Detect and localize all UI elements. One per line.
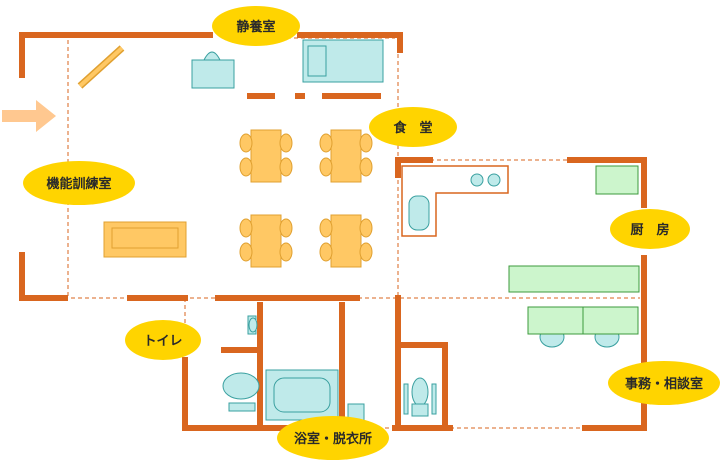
kitchen-counter [401, 165, 509, 237]
kitchen-worktable [508, 265, 640, 293]
bed-icon [302, 39, 384, 83]
svg-text:浴室・脱衣所: 浴室・脱衣所 [294, 431, 372, 447]
label-toilet: トイレ [125, 320, 201, 360]
label-yokushitsu: 浴室・脱衣所 [277, 416, 389, 460]
svg-text:厨 房: 厨 房 [630, 222, 669, 238]
sofa-icon [103, 221, 187, 258]
label-shokudo: 食 堂 [369, 107, 457, 147]
washbasin-icon [191, 51, 235, 89]
svg-text:静養室: 静養室 [236, 19, 275, 35]
toilet-icon [222, 315, 260, 412]
dining-table-set [239, 129, 373, 268]
right-arrow-icon [2, 100, 56, 132]
kitchen-shelf [595, 165, 639, 195]
label-kinou-kunren: 機能訓練室 [23, 161, 135, 205]
svg-text:食 堂: 食 堂 [393, 120, 432, 136]
label-chubo: 厨 房 [610, 209, 690, 249]
accessible-toilet-icon [403, 377, 437, 417]
bathtub-icon [265, 369, 339, 421]
label-jimu-soudan: 事務・相談室 [608, 361, 720, 405]
svg-text:トイレ: トイレ [143, 334, 182, 349]
label-shizuyoshitsu: 静養室 [212, 6, 300, 46]
svg-text:事務・相談室: 事務・相談室 [625, 376, 703, 392]
svg-text:機能訓練室: 機能訓練室 [46, 176, 111, 192]
walls [19, 32, 647, 431]
office-desk-set [527, 306, 639, 348]
